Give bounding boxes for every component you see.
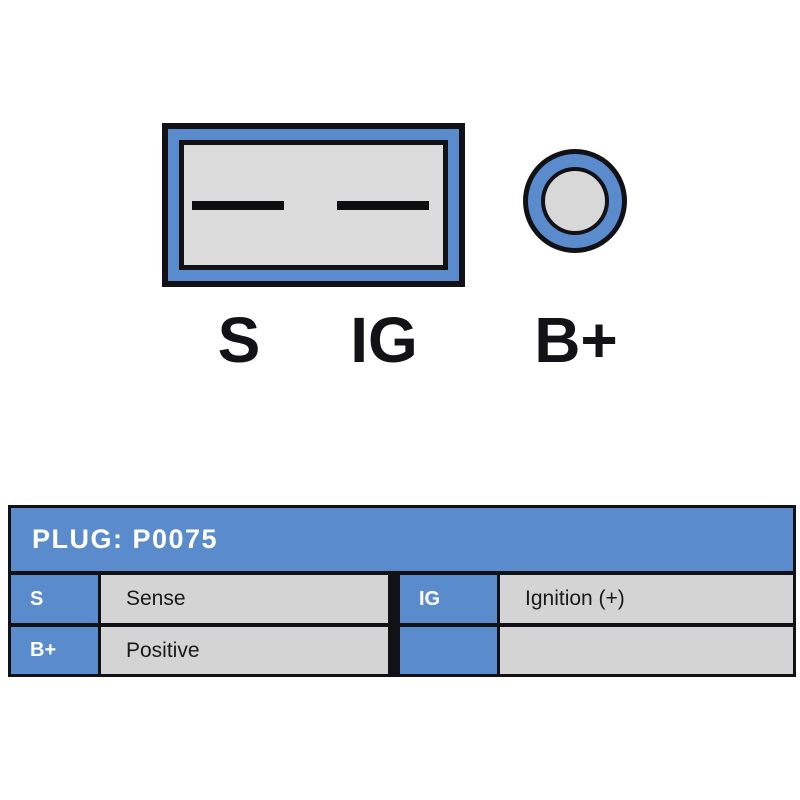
pin-code-cell bbox=[400, 627, 497, 674]
table-row: S Sense IG Ignition (+) bbox=[11, 575, 793, 623]
b-plus-center bbox=[545, 171, 605, 231]
terminal-b-plus bbox=[523, 149, 627, 253]
pin-label-s: S bbox=[217, 304, 261, 376]
pin-description-cell: Positive bbox=[101, 627, 388, 674]
pin-description-cell: Sense bbox=[101, 575, 388, 623]
plug-table-title: PLUG: P0075 bbox=[11, 508, 793, 571]
pin-label-ig: IG bbox=[350, 304, 418, 376]
table-row: B+ Positive bbox=[11, 627, 793, 674]
pin-label-b-plus: B+ bbox=[534, 304, 618, 376]
connector-housing bbox=[162, 123, 465, 287]
plug-pinout-table: PLUG: P0075 S Sense IG Ignition (+) B+ P… bbox=[8, 505, 796, 677]
connector-face bbox=[179, 140, 448, 270]
pin-code-cell: IG bbox=[400, 575, 497, 623]
b-plus-ring-blue bbox=[528, 154, 622, 248]
terminal-slot-ig bbox=[337, 201, 429, 210]
terminal-slot-s bbox=[192, 201, 284, 210]
pin-description-cell bbox=[500, 627, 793, 674]
pin-code-cell: B+ bbox=[11, 627, 98, 674]
pin-code-cell: S bbox=[11, 575, 98, 623]
b-plus-ring-inner bbox=[541, 167, 609, 235]
pin-description-cell: Ignition (+) bbox=[500, 575, 793, 623]
